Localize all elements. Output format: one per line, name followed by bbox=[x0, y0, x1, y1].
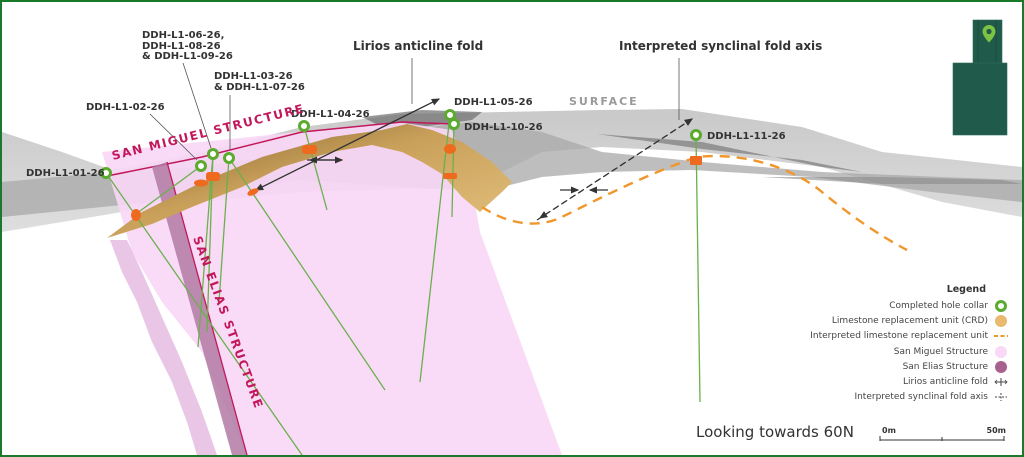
intercept-01 bbox=[131, 209, 141, 221]
drill-trace-02 bbox=[135, 165, 202, 215]
crd-unit-icon bbox=[995, 314, 1007, 327]
legend-item-san-elias: San Elias Structure bbox=[708, 359, 1008, 374]
legend-label: San Elias Structure bbox=[902, 361, 988, 372]
drill-trace-10 bbox=[451, 123, 455, 218]
syncline-callout: Interpreted synclinal fold axis bbox=[619, 39, 822, 53]
surface-label: SURFACE bbox=[569, 95, 639, 108]
scale-bar: 0m 50m bbox=[878, 426, 1008, 446]
intercept-10 bbox=[443, 173, 457, 179]
drill-trace-06b bbox=[206, 153, 214, 333]
collar-04 bbox=[298, 120, 310, 132]
intercept-05 bbox=[444, 144, 456, 154]
hole-label-11: DDH-L1-11-26 bbox=[707, 131, 786, 142]
legend-item-syncline: Interpreted synclinal fold axis bbox=[708, 390, 1008, 405]
legend-item-anticline: Lirios anticline fold bbox=[708, 374, 1008, 389]
crd-limestone-unit bbox=[107, 124, 512, 238]
drill-trace-04 bbox=[303, 125, 328, 211]
leader-02 bbox=[149, 113, 198, 161]
legend-label: Completed hole collar bbox=[889, 300, 988, 311]
legend-label: Interpreted limestone replacement unit bbox=[810, 331, 988, 342]
drill-trace-03b bbox=[218, 157, 230, 303]
anticline-callout: Lirios anticline fold bbox=[353, 39, 483, 53]
intercept-04 bbox=[302, 145, 317, 154]
collar-02 bbox=[195, 160, 207, 172]
legend-label: Interpreted synclinal fold axis bbox=[854, 392, 988, 403]
collar-11 bbox=[690, 129, 702, 141]
legend-label: San Miguel Structure bbox=[893, 346, 988, 357]
intercept-11 bbox=[690, 156, 702, 165]
collar-06 bbox=[207, 148, 219, 160]
hole-label-06-line3: & DDH-L1-09-26 bbox=[142, 51, 233, 62]
hole-label-01: DDH-L1-01-26 bbox=[26, 168, 105, 179]
hole-label-06-line2: DDH-L1-08-26 bbox=[142, 41, 221, 52]
legend-item-hole-collar: Completed hole collar bbox=[708, 298, 1008, 313]
collar-01 bbox=[100, 167, 112, 179]
surface-dark-band bbox=[2, 122, 1022, 217]
anticline-axis-arrow-back bbox=[254, 98, 440, 191]
legend-item-crd: Limestone replacement unit (CRD) bbox=[708, 313, 1008, 328]
collar-10 bbox=[448, 118, 460, 130]
drill-traces bbox=[105, 114, 701, 455]
intercept-03 bbox=[247, 188, 259, 196]
drill-trace-11 bbox=[695, 134, 701, 403]
drill-trace-05 bbox=[419, 114, 451, 383]
surface-stripe-1 bbox=[597, 134, 862, 172]
scale-bar-line bbox=[879, 436, 1005, 441]
legend-label: Limestone replacement unit (CRD) bbox=[831, 315, 988, 326]
legend-item-interpreted-unit: Interpreted limestone replacement unit bbox=[708, 329, 1008, 344]
hole-label-06-line1: DDH-L1-06-26, bbox=[142, 30, 224, 41]
intercepts bbox=[131, 144, 702, 221]
san-miguel-top-line bbox=[101, 121, 453, 178]
hole-label-03-line2: & DDH-L1-07-26 bbox=[214, 82, 305, 93]
scale-bar-start-label: 0m bbox=[882, 426, 896, 435]
surface-stripe-2 bbox=[762, 177, 1022, 184]
location-pin-icon bbox=[982, 25, 996, 43]
san-miguel-structure-edge bbox=[110, 240, 217, 455]
hole-collars bbox=[100, 109, 702, 179]
locator-map bbox=[952, 19, 1008, 136]
syncline-axis-arrow-back bbox=[538, 118, 693, 219]
legend: Legend Completed hole collar Limestone r… bbox=[708, 284, 1008, 405]
hole-collar-icon bbox=[995, 299, 1007, 312]
legend-label: Lirios anticline fold bbox=[903, 377, 988, 388]
locator-map-lower-block bbox=[952, 62, 1008, 136]
leader-06 bbox=[182, 62, 212, 149]
intercept-06 bbox=[206, 172, 220, 181]
hole-label-04: DDH-L1-04-26 bbox=[291, 109, 370, 120]
legend-title: Legend bbox=[946, 284, 986, 295]
interpreted-limestone-unit-line bbox=[481, 154, 908, 252]
scale-bar-end-label: 50m bbox=[986, 426, 1006, 435]
san-elias-swatch-icon bbox=[995, 360, 1007, 373]
collar-03 bbox=[223, 152, 235, 164]
syncline-symbol-icon bbox=[995, 393, 1007, 402]
legend-item-san-miguel: San Miguel Structure bbox=[708, 344, 1008, 359]
hole-label-05: DDH-L1-05-26 bbox=[454, 97, 533, 108]
drill-trace-06a bbox=[197, 153, 214, 348]
hole-label-03-line1: DDH-L1-03-26 bbox=[214, 71, 293, 82]
view-direction-label: Looking towards 60N bbox=[696, 423, 854, 441]
intercept-02 bbox=[194, 179, 208, 187]
collar-05 bbox=[444, 109, 456, 121]
anticline-symbol-icon bbox=[994, 378, 1008, 387]
hole-label-10: DDH-L1-10-26 bbox=[464, 122, 543, 133]
dashed-line-icon bbox=[994, 335, 1008, 338]
san-miguel-swatch-icon bbox=[995, 345, 1007, 358]
hole-label-02: DDH-L1-02-26 bbox=[86, 102, 165, 113]
drill-trace-03 bbox=[228, 157, 386, 391]
